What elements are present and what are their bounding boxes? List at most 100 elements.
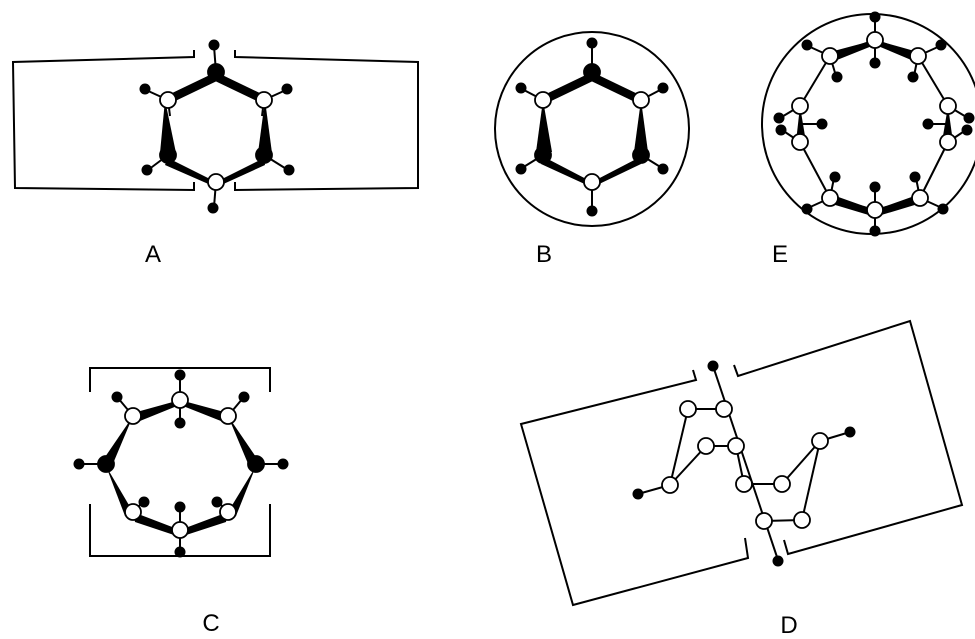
carbon-atom xyxy=(219,503,237,521)
carbon-atom xyxy=(793,511,811,529)
carbon-atom xyxy=(159,91,177,109)
wedge xyxy=(541,157,592,186)
wedge xyxy=(830,40,875,62)
hydrogen-atom xyxy=(816,118,828,130)
carbon-atom xyxy=(171,521,189,539)
panel-c-diagram xyxy=(73,367,289,558)
wedge xyxy=(875,194,920,216)
panel-b-ring xyxy=(515,37,669,217)
carbon-atom xyxy=(811,432,829,450)
hydrogen-atom xyxy=(963,112,975,124)
panel-label-a: A xyxy=(144,241,162,268)
panel-e-ring xyxy=(773,11,975,237)
carbon-atom xyxy=(632,146,650,164)
hydrogen-atom xyxy=(174,546,186,558)
hydrogen-atom xyxy=(801,39,813,51)
panel-a-diagram xyxy=(11,39,419,214)
carbon-atom xyxy=(697,437,715,455)
carbon-atom xyxy=(124,407,142,425)
carbon-atom xyxy=(583,63,601,81)
carbon-atom xyxy=(255,146,273,164)
carbon-atom xyxy=(715,400,733,418)
carbon-atom xyxy=(727,437,745,455)
carbon-atom xyxy=(791,133,809,151)
hydrogen-atom xyxy=(515,163,527,175)
wedge xyxy=(536,100,552,152)
wedge xyxy=(228,416,258,466)
carbon-atom xyxy=(773,475,791,493)
wedge xyxy=(634,100,648,152)
wedge xyxy=(544,72,595,104)
carbon-atom xyxy=(247,455,265,473)
hydrogen-atom xyxy=(277,458,289,470)
hydrogen-atom xyxy=(829,171,841,183)
hydrogen-atom xyxy=(211,496,223,508)
wedge xyxy=(106,466,133,516)
panel-c-ring xyxy=(73,369,289,558)
carbon-atom xyxy=(632,91,650,109)
hydrogen-atom xyxy=(775,124,787,136)
hydrogen-atom xyxy=(844,426,856,438)
carbon-atom xyxy=(939,97,957,115)
panel-a-ring xyxy=(139,39,295,214)
hydrogen-atom xyxy=(281,83,293,95)
hydrogen-atom xyxy=(801,203,813,215)
hydrogen-atom xyxy=(141,164,153,176)
panel-c-frame-top xyxy=(89,367,271,392)
hydrogen-atom xyxy=(869,225,881,237)
wedge xyxy=(103,416,133,466)
panel-a-frame-left xyxy=(11,50,195,192)
carbon-atom xyxy=(821,189,839,207)
carbon-atom xyxy=(911,189,929,207)
hydrogen-atom xyxy=(909,171,921,183)
carbon-atom xyxy=(909,47,927,65)
carbon-atom xyxy=(97,455,115,473)
wedge xyxy=(180,400,228,423)
wedge xyxy=(216,158,265,186)
wedge xyxy=(133,512,180,536)
hydrogen-atom xyxy=(657,82,669,94)
hydrogen-atom xyxy=(174,417,186,429)
hydrogen-atom xyxy=(207,202,219,214)
wedge xyxy=(213,72,264,104)
carbon-atom xyxy=(534,91,552,109)
hydrogen-atom xyxy=(208,39,220,51)
carbon-atom xyxy=(661,476,679,494)
panel-d-frame-left xyxy=(519,369,750,607)
hydrogen-atom xyxy=(174,501,186,513)
carbon-atom xyxy=(207,173,225,191)
panel-label-d: D xyxy=(780,612,798,639)
hydrogen-atom xyxy=(515,82,527,94)
hydrogen-atom xyxy=(869,57,881,69)
hydrogen-atom xyxy=(283,164,295,176)
panel-d-chain xyxy=(632,360,856,567)
carbon-atom xyxy=(583,173,601,191)
hydrogen-atom xyxy=(238,391,250,403)
panel-b-diagram xyxy=(494,31,690,227)
hydrogen-atom xyxy=(922,118,934,130)
hydrogen-atom xyxy=(657,163,669,175)
carbon-atom xyxy=(791,97,809,115)
hydrogen-atom xyxy=(907,71,919,83)
carbon-atom xyxy=(939,133,957,151)
hydrogen-atom xyxy=(707,360,719,372)
panel-b-frame xyxy=(494,31,690,227)
carbon-atom xyxy=(207,63,225,81)
carbon-atom xyxy=(866,201,884,219)
carbon-atom xyxy=(679,400,697,418)
wedge xyxy=(258,100,272,153)
carbon-atom xyxy=(755,512,773,530)
panel-d-diagram xyxy=(519,319,964,607)
carbon-atom xyxy=(735,475,753,493)
hydrogen-atom xyxy=(73,458,85,470)
wedge xyxy=(133,400,180,423)
hydrogen-atom xyxy=(632,488,644,500)
carbon-atom xyxy=(866,31,884,49)
hydrogen-atom xyxy=(961,124,973,136)
wedge xyxy=(592,157,641,186)
hydrogen-atom xyxy=(138,496,150,508)
wedge xyxy=(589,72,640,104)
panel-label-c: C xyxy=(202,610,220,637)
hydrogen-atom xyxy=(869,11,881,23)
